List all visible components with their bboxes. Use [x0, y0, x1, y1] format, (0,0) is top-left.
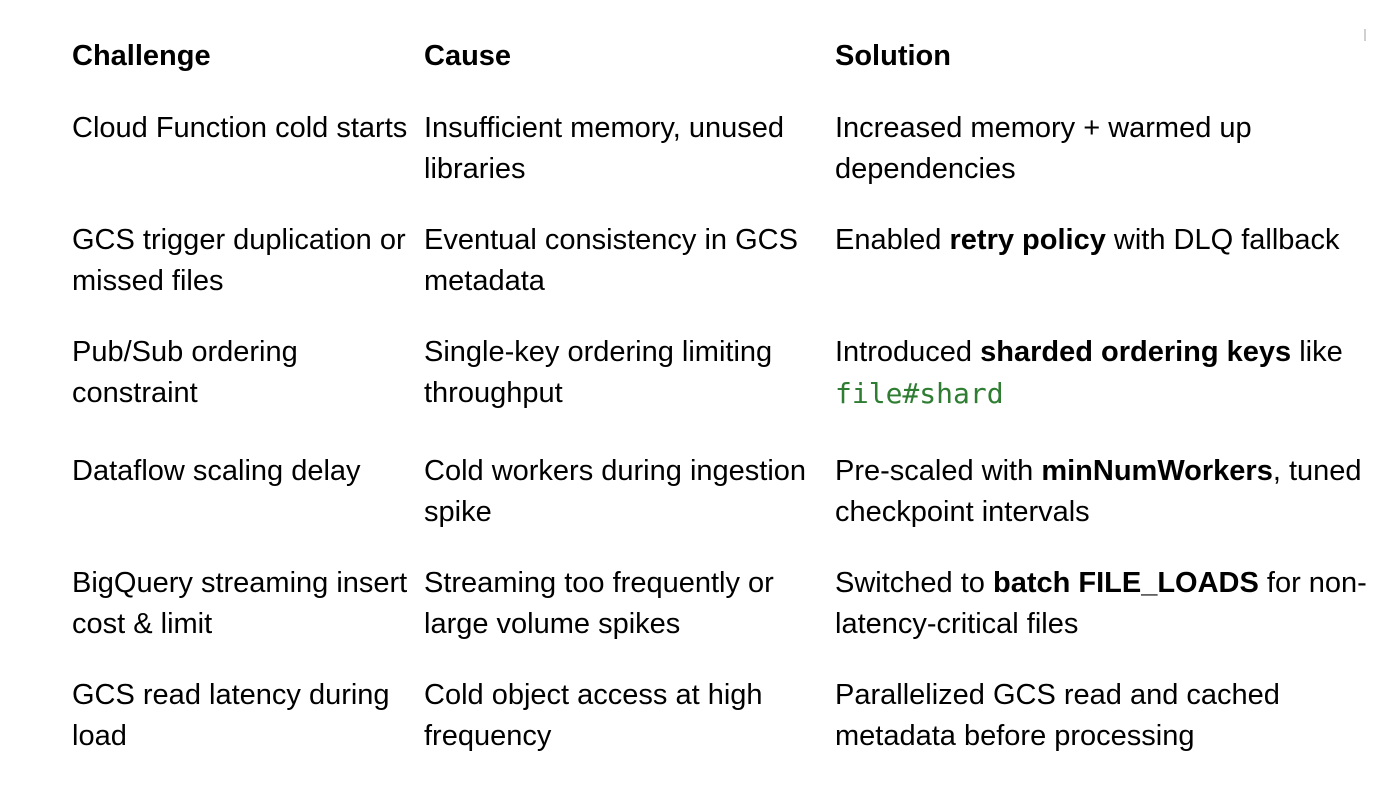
header-challenge: Challenge	[72, 40, 211, 72]
solution-cell: Switched to batch FILE_LOADS for non-lat…	[835, 567, 1367, 640]
solution-cell: Pre-scaled with minNumWorkers, tuned che…	[835, 455, 1362, 528]
header-solution: Solution	[835, 40, 951, 72]
challenges-table: Challenge Cause Solution Cloud Function …	[72, 36, 1375, 787]
code-snippet: file#shard	[835, 377, 1004, 410]
challenge-cell: Pub/Sub ordering constraint	[72, 336, 298, 409]
challenge-cell: Dataflow scaling delay	[72, 455, 361, 487]
challenge-cell: Cloud Function cold starts	[72, 112, 408, 144]
solution-cell: Parallelized GCS read and cached metadat…	[835, 679, 1280, 752]
bold-term: batch FILE_LOADS	[992, 567, 1259, 599]
solution-cell: Introduced sharded ordering keys like fi…	[835, 336, 1343, 410]
bold-term: minNumWorkers	[1041, 455, 1273, 487]
bold-term: sharded ordering keys	[980, 336, 1292, 368]
bold-term: retry policy	[949, 224, 1106, 256]
cause-cell: Insufficient memory, unused libraries	[424, 112, 784, 185]
cause-cell: Streaming too frequently or large volume…	[424, 567, 774, 640]
cause-cell: Cold workers during ingestion spike	[424, 455, 807, 528]
challenge-cell: GCS read latency during load	[72, 679, 390, 752]
challenge-cell: BigQuery streaming insert cost & limit	[72, 567, 408, 640]
cause-cell: Eventual consistency in GCS metadata	[424, 224, 798, 297]
cause-cell: Cold object access at high frequency	[424, 679, 763, 752]
scrollbar[interactable]	[1364, 29, 1366, 41]
solution-cell: Enabled retry policy with DLQ fallback	[835, 224, 1340, 256]
cause-cell: Single-key ordering limiting throughput	[424, 336, 773, 409]
header-cause: Cause	[424, 40, 512, 72]
solution-cell: Increased memory + warmed up dependencie…	[835, 112, 1252, 185]
challenge-cell: GCS trigger duplication or missed files	[72, 224, 406, 297]
